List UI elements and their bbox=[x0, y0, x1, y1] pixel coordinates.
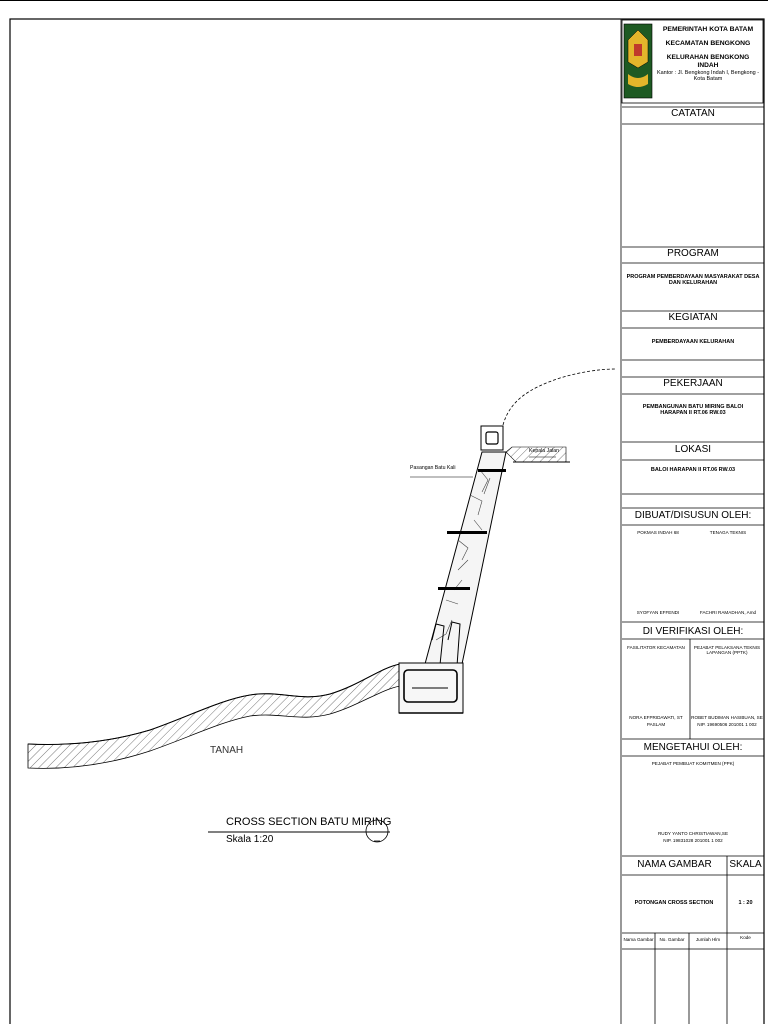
dibuat-left-name: SYOFYAN EFFENDI bbox=[636, 610, 680, 615]
verifikasi-header: DI VERIFIKASI OLEH: bbox=[642, 626, 744, 637]
verif-left-name: NORA EFPRIDAWATI, ST bbox=[629, 715, 683, 720]
verif-right-name: ROBET BUDIMAN HASIBUAN, SE bbox=[691, 715, 763, 720]
label-pasangan-batu-kali: Pasangan Batu Kali bbox=[410, 465, 456, 471]
lokasi-header: LOKASI bbox=[674, 444, 712, 455]
road-surface bbox=[505, 446, 570, 463]
office-address: Kantor : Jl. Bengkong Indah I, Bengkong … bbox=[656, 70, 760, 83]
footer-col-nama-gambar: Nama Gambar bbox=[623, 937, 654, 942]
authority-line-2: KECAMATAN BENGKONG bbox=[665, 40, 751, 47]
wall-top-cap bbox=[480, 425, 504, 451]
footer-col-jumlah-hlm: Jumlah Hlm bbox=[695, 937, 721, 942]
mengetahui-header: MENGETAHUI OLEH: bbox=[643, 742, 743, 753]
mengetahui-name: RUDY YANTO CHRISTIAWAN,SE bbox=[657, 831, 729, 836]
lokasi-value: BALOI HARAPAN II RT.06 RW.03 bbox=[650, 467, 736, 473]
dibuat-right-name: FACHRI RAMADHAN, Amd bbox=[699, 610, 757, 615]
soil-label: TANAH bbox=[210, 745, 244, 756]
mengetahui-title: PEJABAT PEMBUAT KOMITMEN (PPK) bbox=[651, 761, 735, 766]
dibuat-header: DIBUAT/DISUSUN OLEH: bbox=[634, 510, 752, 521]
kegiatan-value: PEMBERDAYAAN KELURAHAN bbox=[651, 339, 735, 345]
skala-header: SKALA bbox=[729, 859, 762, 870]
authority-line-1: PEMERINTAH KOTA BATAM bbox=[662, 26, 754, 33]
pekerjaan-header: PEKERJAAN bbox=[663, 378, 723, 389]
retaining-wall bbox=[424, 451, 507, 685]
catatan-header: CATATAN bbox=[671, 108, 715, 119]
foundation bbox=[398, 662, 464, 714]
program-value: PROGRAM PEMBERDAYAAN MASYARAKAT DESA DAN… bbox=[626, 274, 760, 287]
verif-right-nip: NIP. 19690506 201001 1 002 bbox=[697, 722, 757, 727]
footer-col-kode: Kode bbox=[740, 935, 751, 940]
pekerjaan-value: PEMBANGUNAN BATU MIRING BALOI HARAPAN II… bbox=[642, 404, 744, 417]
dibuat-left-title: POKMAS INDAH 68 bbox=[637, 530, 679, 535]
verif-right-title: PEJABAT PELAKSANA TEKNIS LAPANGAN (PPTK) bbox=[693, 645, 761, 656]
verif-left-sub: PASLAM bbox=[646, 722, 666, 727]
skala-value: 1 : 20 bbox=[738, 900, 753, 906]
kegiatan-header: KEGIATAN bbox=[668, 312, 718, 323]
upper-ground-line bbox=[502, 368, 616, 426]
authority-line-3: KELURAHAN BENGKONG INDAH bbox=[666, 54, 750, 69]
nama-gambar-value: POTONGAN CROSS SECTION bbox=[634, 900, 714, 906]
mengetahui-nip: NIP. 19831028 201001 1 002 bbox=[663, 838, 723, 843]
dibuat-right-title: TENAGA TEKNIS bbox=[709, 530, 747, 535]
title-block-lines bbox=[620, 18, 765, 1024]
label-kepala-jalan: Kepala Jalan bbox=[529, 448, 559, 454]
program-header: PROGRAM bbox=[667, 248, 719, 259]
drawing-title: CROSS SECTION BATU MIRING bbox=[226, 816, 392, 828]
verif-left-title: FASILITATOR KECAMATAN bbox=[627, 645, 685, 650]
city-emblem-icon bbox=[623, 23, 653, 99]
footer-col-no-gambar: No. Gambar bbox=[659, 937, 685, 942]
drawing-scale: Skala 1:20 bbox=[226, 834, 274, 845]
nama-gambar-header: NAMA GAMBAR bbox=[637, 859, 712, 870]
